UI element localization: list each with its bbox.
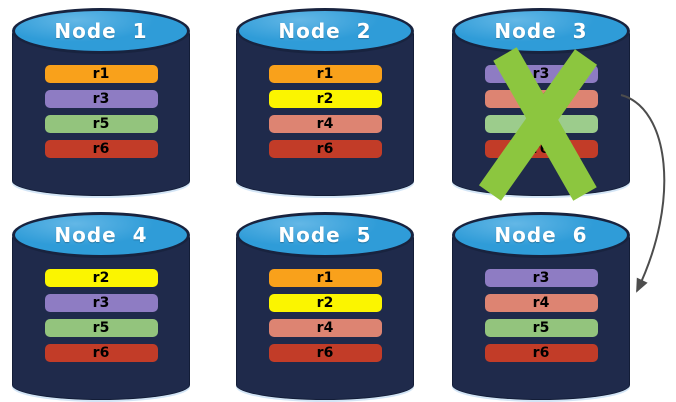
replica-list: r2 r3 r5 r6: [12, 269, 190, 362]
node-cylinder-top: Node 2: [236, 8, 414, 54]
replica-bar-r2: r2: [268, 294, 382, 312]
replica-bar-r6: r6: [268, 140, 382, 158]
replica-bar-r6: r6: [44, 344, 158, 362]
replica-bar-r2: r2: [44, 269, 158, 287]
node-cylinder-top: Node 1: [12, 8, 190, 54]
database-node-2: Node 2 r1 r2 r4 r6: [236, 8, 414, 196]
replica-bar-r5: r5: [44, 319, 158, 337]
replica-bar-r6: r6: [44, 140, 158, 158]
node-title: Node 5: [278, 223, 372, 247]
replica-bar-r1: r1: [268, 269, 382, 287]
node-cylinder-top: Node 5: [236, 212, 414, 258]
replica-bar-r3: r3: [44, 294, 158, 312]
database-node-1: Node 1 r1 r3 r5 r6: [12, 8, 190, 196]
node-cylinder-top: Node 3: [452, 8, 630, 54]
node-cylinder-body: [236, 30, 414, 196]
replica-list: r3 r4 r5 r6: [452, 269, 630, 362]
database-node-5: Node 5 r1 r2 r4 r6: [236, 212, 414, 400]
node-title: Node 3: [494, 19, 588, 43]
replica-bar-r5: r5: [44, 115, 158, 133]
replica-list: r1 r2 r4 r6: [236, 65, 414, 158]
replica-bar-r4: r4: [484, 294, 598, 312]
node-cylinder-body: [12, 234, 190, 400]
replica-bar-r4: r4: [268, 115, 382, 133]
node-title: Node 6: [494, 223, 588, 247]
replica-bar-r1: r1: [44, 65, 158, 83]
node-cylinder-top: Node 6: [452, 212, 630, 258]
database-node-4: Node 4 r2 r3 r5 r6: [12, 212, 190, 400]
replica-bar-r1: r1: [268, 65, 382, 83]
replica-bar-r6: r6: [484, 344, 598, 362]
replica-bar-r4: r4: [268, 319, 382, 337]
replica-bar-r3: r3: [484, 269, 598, 287]
node-title: Node 4: [54, 223, 148, 247]
failure-x-icon: [478, 47, 598, 201]
node-title: Node 1: [54, 19, 148, 43]
node-cylinder-body: [236, 234, 414, 400]
node-cylinder-body: [12, 30, 190, 196]
database-node-6: Node 6 r3 r4 r5 r6: [452, 212, 630, 400]
replica-bar-r5: r5: [484, 319, 598, 337]
node-cylinder-body: [452, 234, 630, 400]
replica-list: r1 r2 r4 r6: [236, 269, 414, 362]
replica-bar-r3: r3: [44, 90, 158, 108]
node-title: Node 2: [278, 19, 372, 43]
node-cylinder-top: Node 4: [12, 212, 190, 258]
replica-bar-r6: r6: [268, 344, 382, 362]
replica-bar-r2: r2: [268, 90, 382, 108]
replica-list: r1 r3 r5 r6: [12, 65, 190, 158]
